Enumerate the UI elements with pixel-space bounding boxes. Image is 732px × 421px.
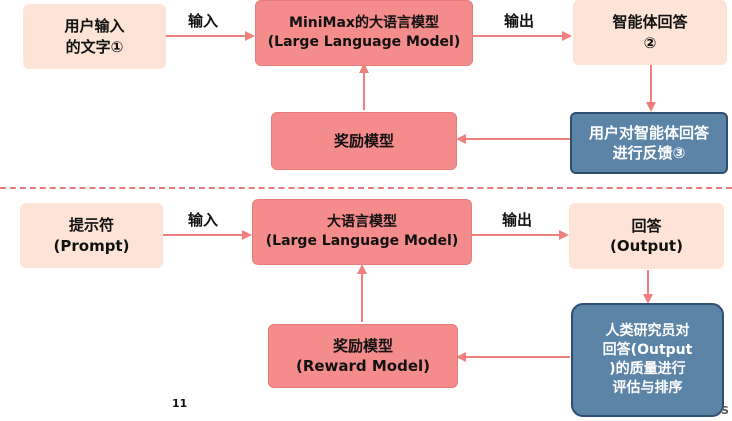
top-input-label: 输入 [188,12,219,30]
top-reward-box: 奖励模型 [271,112,457,170]
evaluation-text: 人类研究员对 回答(Output )的质量进行 评估与排序 [602,323,693,396]
top-feedback-box: 用户对智能体回答 进行反馈③ [570,112,728,174]
bottom-reward-box: 奖励模型 (Reward Model) [268,324,458,388]
top-answer-box: 智能体回答 ② [573,0,727,65]
user-input-text: 用户输入 的文字① [64,17,125,56]
top-model-box: MiniMax的大语言模型 (Large Language Model) [255,0,473,66]
user-input-box: 用户输入 的文字① [23,4,166,69]
bottom-model-text: 大语言模型 (Large Language Model) [265,214,459,249]
top-output-label: 输出 [504,12,535,30]
bottom-reward-text: 奖励模型 (Reward Model) [295,336,431,375]
top-reward-text: 奖励模型 [333,131,394,150]
top-model-text: MiniMax的大语言模型 (Large Language Model) [267,15,461,50]
bottom-output-label: 输出 [502,211,533,229]
bottom-answer-text: 回答 (Output) [610,216,683,255]
bottom-answer-box: 回答 (Output) [569,203,724,269]
top-feedback-text: 用户对智能体回答 进行反馈③ [588,123,709,162]
evaluation-box: 人类研究员对 回答(Output )的质量进行 评估与排序 [571,303,724,417]
prompt-box: 提示符 (Prompt) [20,203,163,268]
bottom-model-box: 大语言模型 (Large Language Model) [252,199,472,265]
corner-mark: S [721,404,729,417]
section-divider [0,187,732,189]
prompt-text: 提示符 (Prompt) [53,216,130,255]
bottom-input-label: 输入 [188,211,219,229]
top-answer-text: 智能体回答 ② [612,13,688,52]
page-number: 11 [172,397,188,410]
